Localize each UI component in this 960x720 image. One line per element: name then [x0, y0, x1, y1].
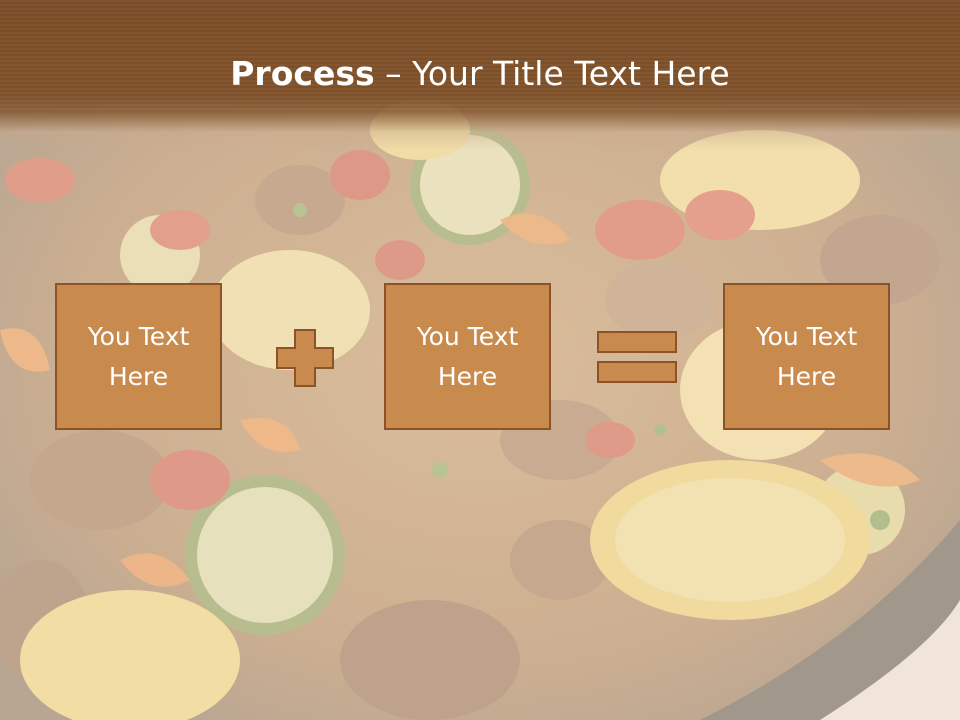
title-rest: Your Title Text Here — [412, 54, 730, 93]
title-dash: – — [374, 54, 413, 93]
process-box-3-text: You Text Here — [755, 321, 858, 391]
plus-icon — [276, 329, 334, 387]
title-bar — [0, 0, 960, 150]
title-bar-texture — [0, 0, 960, 110]
title-bold-part: Process — [230, 54, 375, 93]
process-box-2-text: You Text Here — [416, 321, 519, 391]
process-box-2[interactable]: You Text Here — [384, 283, 551, 430]
slide-title[interactable]: Process – Your Title Text Here — [0, 52, 960, 96]
process-box-3[interactable]: You Text Here — [723, 283, 890, 430]
process-box-1[interactable]: You Text Here — [55, 283, 222, 430]
process-box-1-text: You Text Here — [87, 321, 190, 391]
equals-icon — [597, 331, 677, 383]
